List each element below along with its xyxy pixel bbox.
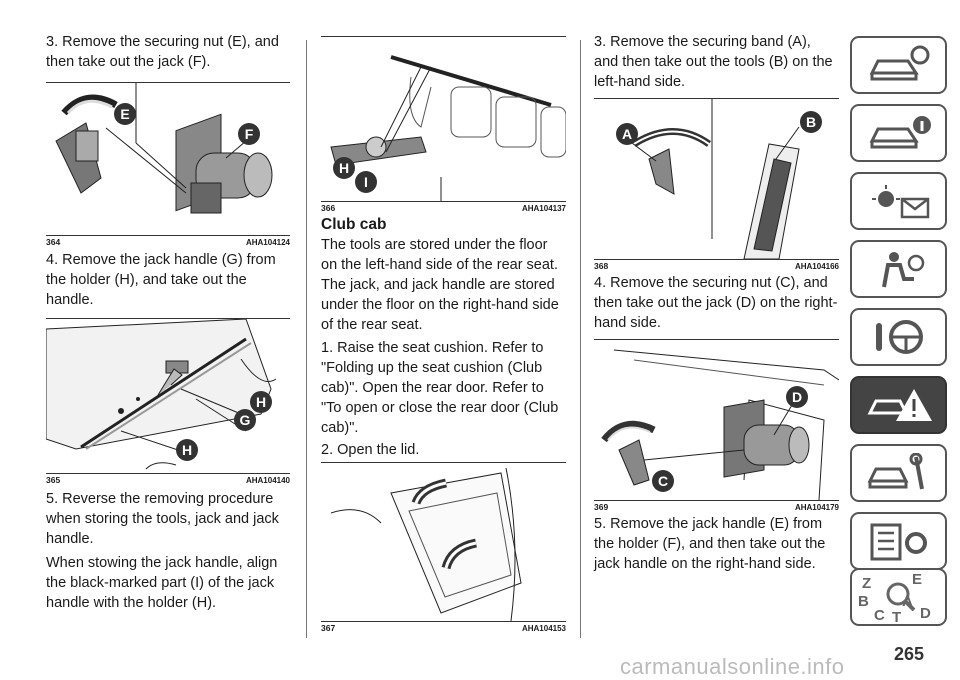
tab-maintenance[interactable] [850,444,947,502]
watermark: carmanualsonline.info [620,654,845,679]
car-info-i-icon [869,116,931,149]
figure-number: 364 [46,237,61,247]
page-number: 265 [894,644,925,664]
steering-key-icon [875,320,923,354]
step-4-text: 4. Remove the jack handle (G) from the h… [46,252,276,308]
index-letter-d: D [920,605,931,622]
step-5-text: 5. Reverse the removing procedure when s… [46,491,279,547]
step-2-text: 2. Open the lid. [321,442,420,458]
figure-368: A B [594,98,839,260]
column-3: 3. Remove the securing band (A), and the… [594,0,839,638]
callout-e: E [114,103,136,125]
lid-illustration [330,467,522,621]
tab-steering-key[interactable] [850,308,947,366]
warning-lights-icon [871,185,929,219]
handle-holder-illustration [46,319,277,470]
callout-h: H [333,157,355,179]
step-3-text: 3. Remove the securing band (A), and the… [594,34,833,90]
car-info-icon [869,45,929,81]
figure-366: H I [321,36,566,202]
column-1: 3. Remove the securing nut (E), and then… [46,0,290,638]
figure-code: AHA104179 [794,503,839,512]
tab-index[interactable]: Z E B A C T D [850,568,947,626]
callout-g: G [234,409,256,431]
step-1-text: 1. Raise the seat cushion. Refer to "Fol… [321,340,559,436]
figure-366-caption: 366 AHA104137 [321,203,566,214]
emergency-icon [867,389,932,421]
figure-369-caption: 369 AHA104179 [594,502,839,513]
step-5-text: 5. Remove the jack handle (E) from the h… [594,516,826,572]
figure-number: 366 [321,203,336,213]
tab-warning-lights[interactable] [850,172,947,230]
tab-emergency[interactable] [850,376,947,434]
callout-d: D [786,386,808,408]
section-heading: Club cab [321,216,387,233]
figure-367-caption: 367 AHA104153 [321,623,566,634]
column-2: H I 366 AHA104137 Club cab The tools are… [321,0,566,638]
index-letter-t: T [892,609,901,624]
index-letter-e: E [912,571,922,588]
airbag-seat-icon [881,252,924,288]
figure-number: 365 [46,475,61,485]
callout-f: F [238,123,260,145]
tab-car-info-i[interactable] [850,104,947,162]
figure-364-caption: 364 AHA104124 [46,237,290,248]
specifications-icon [870,523,927,561]
note-text: When stowing the jack handle, align the … [46,555,278,611]
column-divider [306,40,307,638]
step-4-text: 4. Remove the securing nut (C), and then… [594,275,838,331]
figure-365: H G H [46,318,290,474]
figure-369: D C [594,339,839,501]
index-letter-z: Z [862,575,871,592]
tools-band-illustration [623,99,800,259]
figure-code: AHA104166 [794,262,839,271]
intro-text: The tools are stored under the floor on … [321,237,559,333]
tab-airbag-seat[interactable] [850,240,947,298]
callout-b: B [800,111,822,133]
figure-364: E F [46,82,290,236]
figure-367 [321,462,566,622]
tab-car-info[interactable] [850,36,947,94]
figure-code: AHA104137 [521,204,566,213]
callout-h-bottom: H [176,439,198,461]
figure-368-caption: 368 AHA104166 [594,261,839,272]
figure-365-caption: 365 AHA104140 [46,475,290,486]
cab-tools-illustration [330,55,566,201]
callout-a: A [616,123,638,145]
column-divider [580,40,581,638]
index-letter-c: C [874,607,885,624]
index-icon: Z E B A C T D [858,571,931,624]
callout-c: C [652,470,674,492]
callout-h-top: H [250,391,272,413]
figure-code: AHA104153 [521,624,566,633]
step-3-text: 3. Remove the securing nut (E), and then… [46,34,279,70]
callout-i: I [355,171,377,193]
tab-specifications[interactable] [850,512,947,570]
figure-code: AHA104124 [245,238,290,247]
maintenance-icon [867,453,924,490]
figure-code: AHA104140 [245,476,290,485]
figure-number: 367 [321,623,336,633]
figure-number: 368 [594,261,609,271]
jack-right-illustration [601,349,839,500]
index-letter-b: B [858,593,869,610]
jack-nut-illustration [55,83,273,214]
figure-number: 369 [594,502,609,512]
